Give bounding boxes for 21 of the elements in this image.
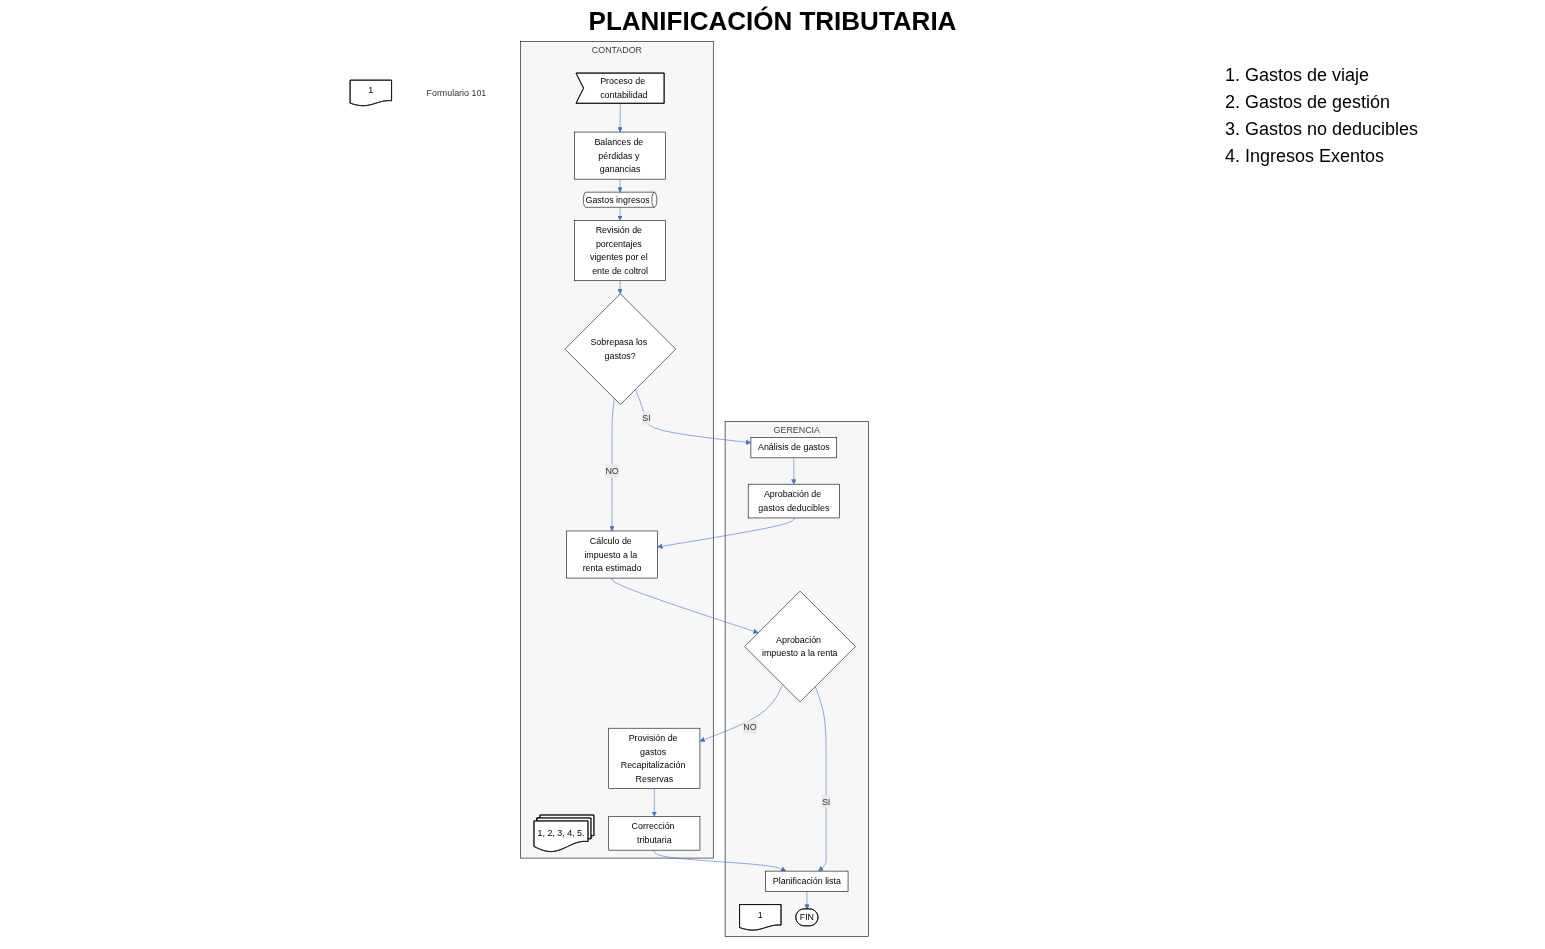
node-box: Provisión de gastos Recapitalización Reservas xyxy=(608,727,701,789)
node-box: Análisis de gastos xyxy=(750,437,838,459)
node-box: Revisión de porcentajes vigentes por el ente de coltrol xyxy=(574,220,667,282)
diagram-title: PLANIFICACIÓN TRIBUTARIA xyxy=(587,6,958,37)
node-box: Aprobación de gastos deducibles xyxy=(748,483,840,519)
note-text: 2. Gastos de gestión xyxy=(1225,92,1392,113)
node-diamond: Sobrepasa los gastos? xyxy=(564,293,677,405)
note-text: 3. Gastos no deducibles xyxy=(1225,119,1420,140)
edge-label: NO xyxy=(743,721,757,732)
edge-label: SI xyxy=(642,412,651,423)
node-diamond: Aprobación impuesto a la renta xyxy=(744,590,856,703)
node-box: Corrección tributaria xyxy=(608,816,701,851)
edge-label: NO xyxy=(605,465,619,476)
note-text: 4. Ingresos Exentos xyxy=(1225,146,1386,167)
edge-label: SI xyxy=(822,796,831,807)
node-box: Planificación lista xyxy=(765,870,849,892)
note-text: 1. Gastos de viaje xyxy=(1225,65,1371,86)
node-box: Balances de pérdidas y ganancias xyxy=(574,131,667,180)
node-box: Cálculo de impuesto a la renta estimado xyxy=(566,530,659,579)
node-text: Gastos ingresos xyxy=(585,194,650,205)
node-label: Formulario 101 xyxy=(426,87,487,98)
